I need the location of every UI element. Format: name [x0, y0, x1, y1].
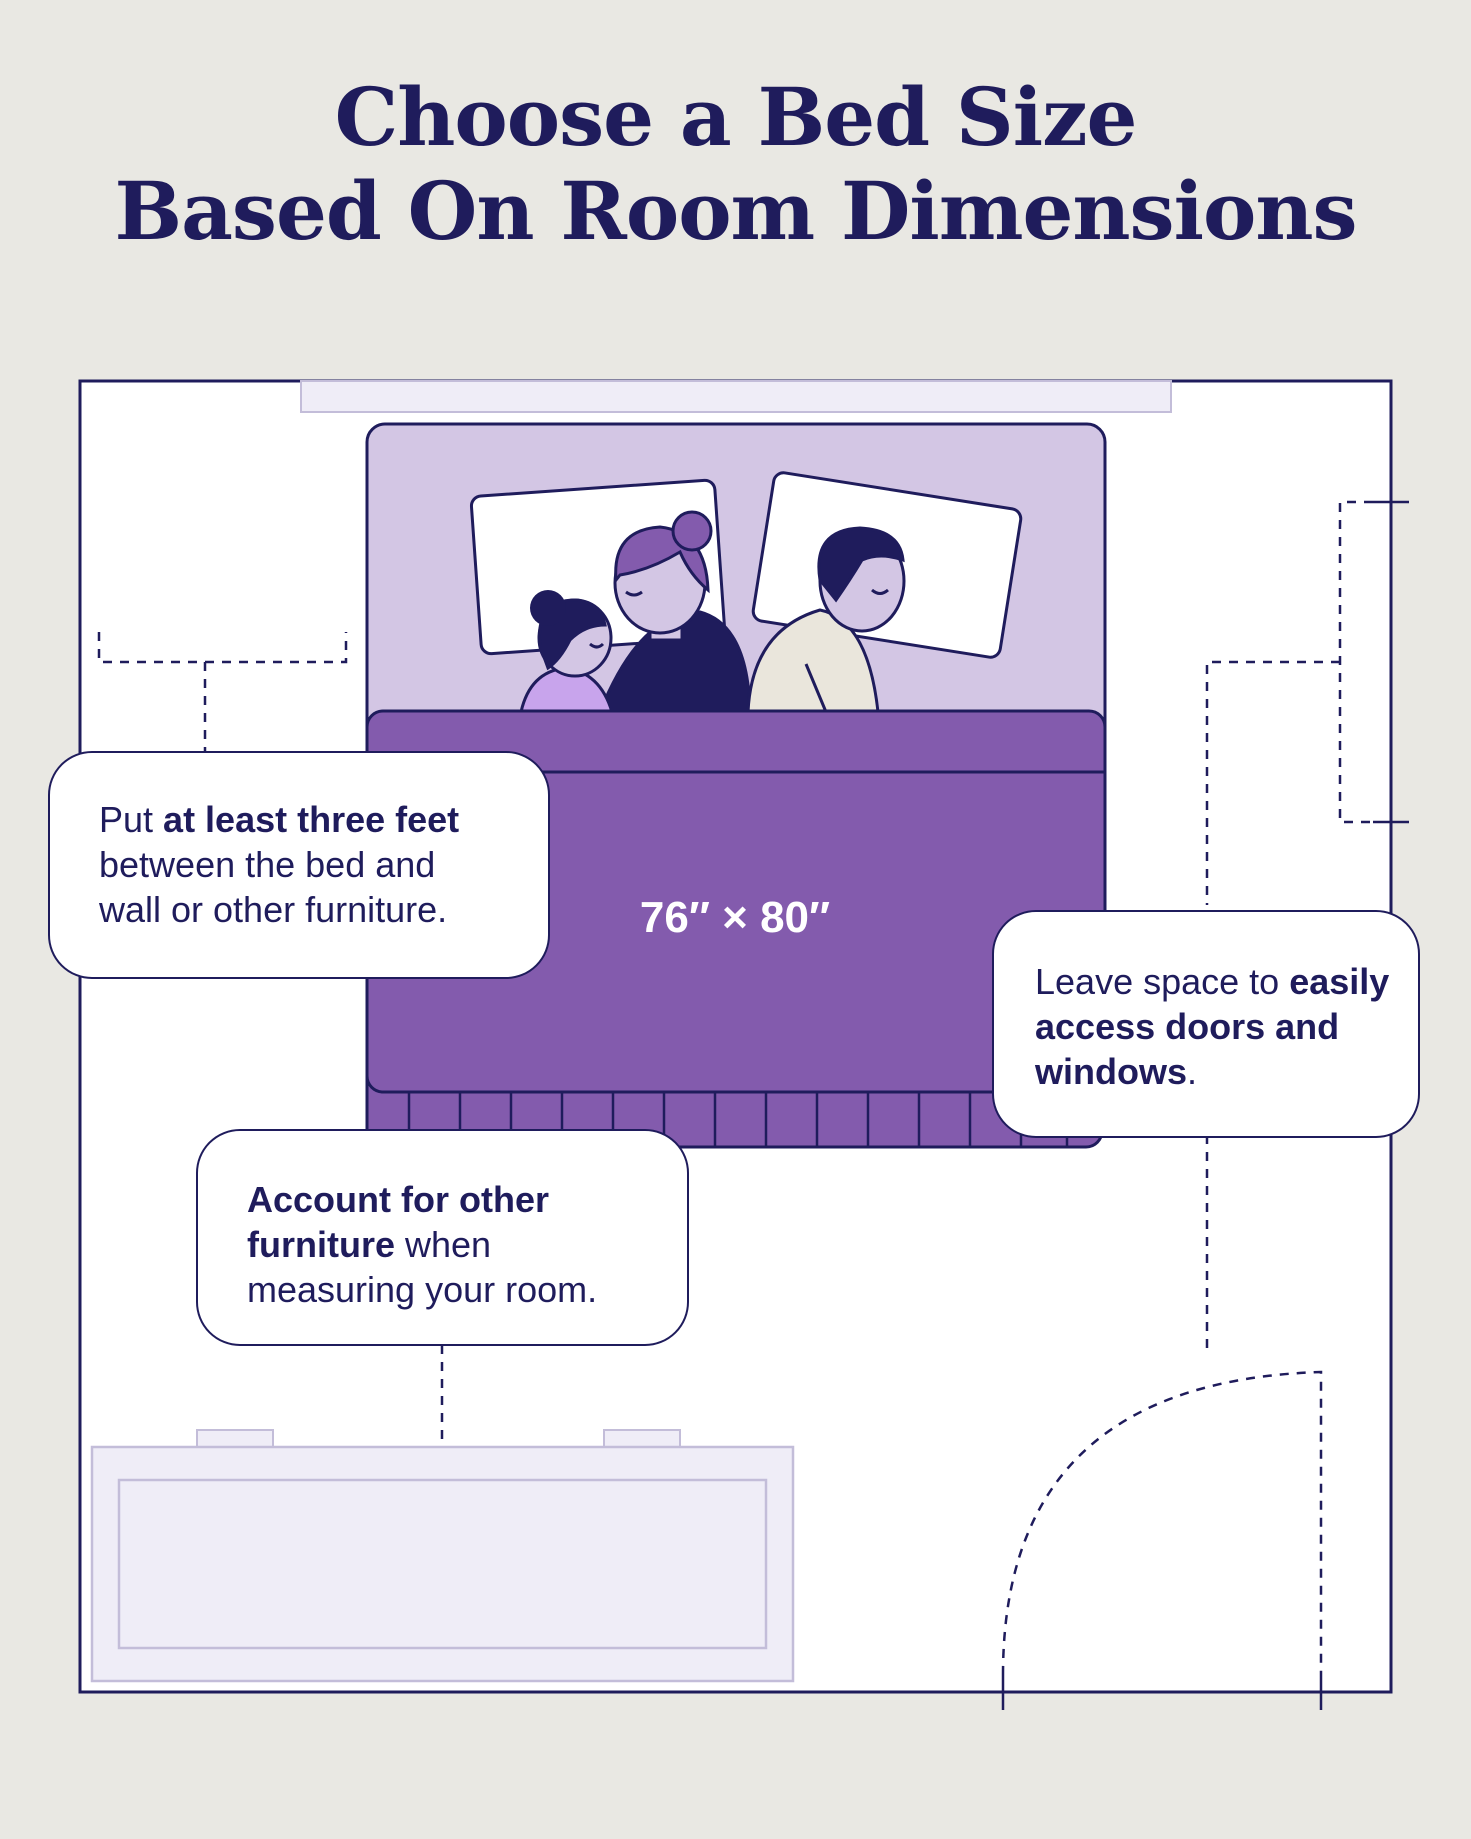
callout-clearance-post: between the bed and wall or other furnit…: [99, 844, 448, 930]
measure-guides: [97, 500, 1373, 1676]
callout-access-post: .: [1187, 1051, 1198, 1092]
callout-furniture: Account for other furniture when measuri…: [196, 1129, 689, 1346]
dresser-knob-right: [603, 1429, 681, 1449]
man-figure: [746, 526, 906, 714]
dresser-top: [117, 1478, 768, 1650]
callout-clearance-bold: at least three feet: [163, 799, 460, 840]
window: [300, 380, 1172, 413]
callout-clearance: Put at least three feet between the bed …: [48, 751, 550, 979]
dresser-knob-left: [196, 1429, 274, 1449]
bed-dimensions-label: 76″ × 80″: [639, 893, 831, 942]
guide-ticks: [1001, 500, 1409, 1710]
callout-access-bold: easily access doors and windows: [1035, 961, 1390, 1092]
title-line-2: Based On Room Dimensions: [114, 164, 1357, 258]
child-figure: [519, 590, 615, 714]
dresser: [90, 1429, 795, 1683]
woman-figure: [597, 510, 752, 714]
callout-access: Leave space to easily access doors and w…: [992, 910, 1420, 1138]
callout-furniture-post: when measuring your room.: [247, 1224, 598, 1310]
title-line-1: Choose a Bed Size: [334, 70, 1138, 164]
callout-furniture-bold: Account for other furniture: [247, 1179, 549, 1265]
callout-clearance-pre: Put: [99, 799, 164, 840]
callout-access-pre: Leave space to: [1035, 961, 1290, 1002]
page-title: Choose a Bed Size Based On Room Dimensio…: [0, 70, 1471, 258]
bed: [365, 422, 1107, 1149]
